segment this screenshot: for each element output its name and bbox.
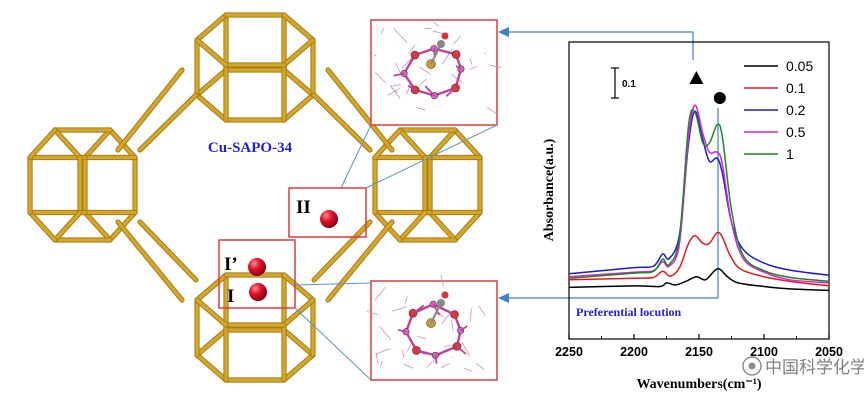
x-tick-label-2050: 2050: [815, 345, 843, 359]
link-arrow-bottom: [498, 108, 719, 303]
watermark-text: 中国科学化学: [765, 358, 864, 378]
x-tick-label-2200: 2200: [620, 345, 648, 359]
cu-site-ii-ball: [320, 210, 338, 228]
legend-label-1: 1: [786, 146, 794, 162]
scale-bar: 0.1: [611, 67, 636, 99]
x-axis-label: Wavenumbers(cm⁻¹): [636, 377, 761, 392]
series-line-0.05: [568, 267, 830, 292]
cu-site-i-ball: [249, 283, 267, 301]
legend-label-0.2: 0.2: [786, 102, 806, 118]
watermark: 中国科学化学: [742, 356, 864, 378]
ir-spectrum-chart: 2250 2200 2150 2100 2050 Absorbance(a.u.) Wa…: [542, 41, 843, 392]
connector-lines: [294, 124, 498, 381]
framework-label: Cu-SAPO-34: [208, 140, 293, 156]
triangle-marker: [689, 71, 704, 84]
x-tick-label-2250: 2250: [555, 345, 583, 359]
scale-bar-label: 0.1: [622, 79, 636, 90]
series-line-0.1: [568, 231, 830, 287]
link-arrow-top: [498, 27, 694, 60]
legend-label-0.1: 0.1: [786, 80, 806, 96]
y-axis-label: Absorbance(a.u.): [542, 138, 557, 241]
molecule-inset-bottom: [366, 275, 498, 381]
site-ii-label: II: [296, 197, 311, 218]
site-ii-box: [288, 187, 367, 238]
molecule-inset-top: [370, 19, 502, 126]
site-i-label: I: [227, 286, 234, 307]
series-line-0.2: [568, 110, 830, 276]
x-tick-label-2150: 2150: [685, 345, 713, 359]
chart-legend: 0.05 0.1 0.2 0.5 1: [744, 58, 813, 162]
legend-label-0.5: 0.5: [786, 124, 806, 140]
x-tick-label-2100: 2100: [750, 345, 778, 359]
sapo34-framework-cage: [27, 12, 483, 383]
preferential-location-annotation: Preferential locution: [576, 305, 682, 319]
site-i-prime-label: I’: [224, 254, 238, 275]
legend-label-0.05: 0.05: [786, 58, 813, 74]
site-i-box: [218, 239, 296, 309]
circle-marker: [713, 92, 726, 104]
series-line-1: [568, 108, 830, 283]
cu-site-i-prime-ball: [248, 258, 266, 276]
